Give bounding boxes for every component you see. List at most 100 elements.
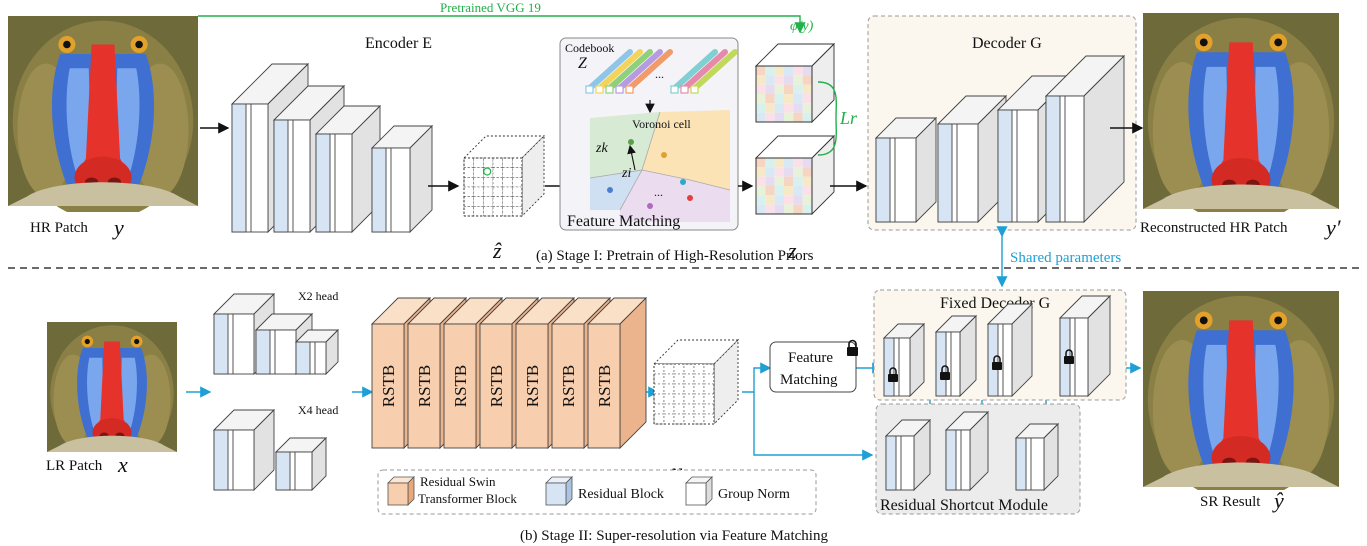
sr-result-symbol: ŷ [1272,488,1284,513]
voronoi-region-purple [620,170,730,222]
feature-matching-label: Feature Matching [567,213,680,230]
upsampling-heads [212,292,340,492]
phi-cube [754,42,836,124]
loss-bracket [817,81,837,156]
legend-groupnorm-swatch [685,476,713,506]
codebook-symbol: Z [578,55,588,72]
svg-text:...: ... [655,67,664,81]
codebook-vector-4 [617,49,663,91]
lr-patch-label: LR Patch [46,458,103,474]
fixed-decoder-block-1 [882,322,926,398]
rstb-label-2: RSTB [415,365,434,408]
z-hat-label: ẑ [492,238,502,263]
vgg-connection-line [198,15,806,34]
shortcut-block-3 [1014,422,1060,492]
x2-head-label: X2 head [298,289,338,303]
reconstructed-symbol: y′ [1324,215,1342,240]
voronoi-region-orange [642,110,730,190]
z-grid [754,134,836,216]
shortcut-block-1 [884,418,932,492]
residual-shortcut-blocks [884,410,1060,492]
legend-residual-swatch [545,476,573,506]
rstb-blocks: RSTB RSTB RSTB RSTB RSTB RSTB RSTB [370,296,648,450]
fixed-decoder-block-3 [986,302,1034,398]
decoder-blocks [874,54,1126,224]
codebook-vector-1 [587,49,633,91]
z-hat-l-grid [652,338,740,426]
shared-params-label: Shared parameters [1010,250,1121,266]
voronoi-label: Voronoi cell [632,117,691,131]
hr-patch-label: HR Patch [30,220,88,236]
svg-text:...: ... [654,185,663,199]
x4-head-block-2 [274,436,328,492]
reconstructed-hr-patch-image [1143,13,1339,212]
phi-label: φ(y) [790,19,814,34]
fixed-decoder-title: Fixed Decoder G [940,295,1051,312]
lock-icon [992,355,1002,370]
decoder-block-2 [936,94,1008,224]
fixed-decoder-block-2 [934,314,978,398]
voronoi-region-blue [590,170,642,210]
feature-matching-panel: Codebook Z ... Voronoi cell zk zi ... Fe… [559,37,739,231]
rstb-block-7: RSTB [586,296,648,450]
rstb-label-1: RSTB [379,365,398,408]
rstb-label-6: RSTB [559,365,578,408]
codebook-vector-7 [682,49,728,91]
feature-matching-box [769,341,857,393]
rstb-label-5: RSTB [523,365,542,408]
codebook-vector-2 [597,49,643,91]
rstb-label-3: RSTB [451,365,470,408]
hr-patch-image [8,16,198,212]
legend-rstb-2: Transformer Block [418,491,517,506]
sr-result-image [1143,291,1339,490]
codebook-vector-5 [627,49,673,91]
voronoi-region-green [590,112,660,178]
fixed-decoder-block-4 [1058,294,1112,398]
rstb-label-4: RSTB [487,365,506,408]
encoder-block-4 [370,124,434,234]
legend-rstb-1: Residual Swin [420,474,496,489]
reconstructed-label: Reconstructed HR Patch [1140,220,1288,236]
fixed-decoder-blocks [882,294,1112,398]
residual-shortcut-label: Residual Shortcut Module [880,497,1048,514]
lock-icon [1064,349,1074,364]
legend-rstb-swatch [387,476,415,506]
vgg-label: Pretrained VGG 19 [440,0,541,15]
feature-matching-label-1: Feature [788,350,833,366]
lock-icon [940,365,950,380]
z-hat-l-cube [652,338,740,426]
feature-matching-label-2: Matching [780,372,838,388]
lr-patch-symbol: x [117,452,128,477]
z-hat-grid [462,134,546,218]
hr-patch-symbol: y [112,215,124,240]
decoder-block-4 [1044,54,1126,224]
codebook-vector-3 [607,49,653,91]
legend-residual-block: Residual Block [578,487,664,502]
decoder-title: Decoder G [972,35,1042,52]
encoder-block-3 [314,104,382,234]
codebook-vector-8 [692,49,738,91]
codebook-vectors: ... [585,49,738,94]
shortcut-block-2 [944,410,990,492]
x4-head-label: X4 head [298,403,338,417]
zk-label: zk [595,141,608,156]
x2-head-block-3 [294,328,340,376]
sr-result-label: SR Result [1200,494,1261,510]
z-cube [754,134,836,216]
lock-icon [888,367,898,382]
z-hat-cube [462,134,546,218]
rstb-label-7: RSTB [595,365,614,408]
encoder-blocks [230,62,434,234]
lock-icon [847,339,858,356]
decoder-block-1 [874,116,938,224]
codebook-label: Codebook [565,41,614,55]
stage2-caption: (b) Stage II: Super-resolution via Featu… [520,528,828,544]
phi-grid [754,42,836,124]
encoder-title: Encoder E [365,35,432,52]
x4-head-block-1 [212,408,276,492]
lr-patch-image [47,322,177,452]
stage1-caption: (a) Stage I: Pretrain of High-Resolution… [536,248,814,264]
codebook-vector-6 [672,49,718,91]
legend-group-norm: Group Norm [718,487,790,502]
